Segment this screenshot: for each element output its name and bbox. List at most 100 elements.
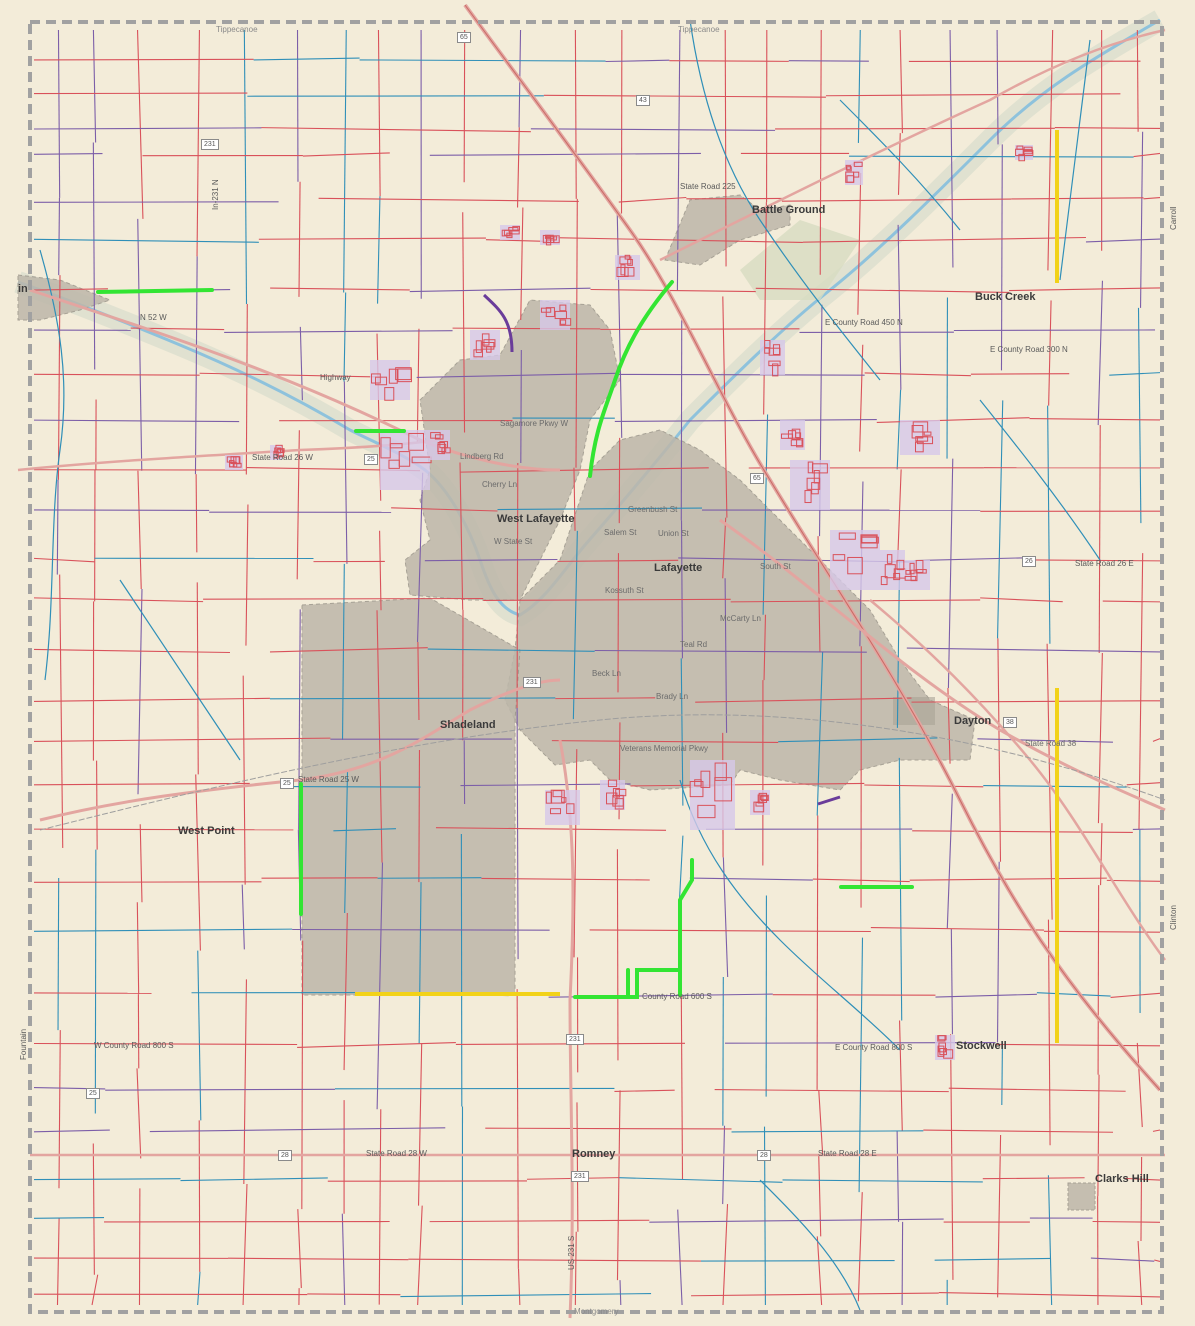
county-road-segment [573,749,578,958]
label-street-salem: Salem St [604,528,637,537]
label-town-buck-creek[interactable]: Buck Creek [975,291,1036,303]
urban-area-clarks-hill [1067,1182,1096,1211]
subdivision-street [486,346,492,353]
county-road-segment [802,236,1086,243]
county-road-segment [1133,152,1161,158]
county-road-segment [33,92,248,95]
county-road-segment [680,658,684,806]
county-road-segment [781,198,1012,202]
county-road-segment [429,1219,650,1223]
county-road-segment [416,372,617,378]
county-road-segment [1132,828,1161,830]
county-road-segment [424,558,558,562]
label-town-battle-ground[interactable]: Battle Ground [752,204,826,216]
urban-area-lafayette [504,429,976,791]
label-city-lafayette[interactable]: Lafayette [654,562,703,574]
county-road-segment [605,59,670,63]
label-town-clarks-hill[interactable]: Clarks Hill [1095,1173,1149,1185]
county-road-segment [575,198,578,468]
county-road-segment [909,877,1107,881]
subdivision-street [847,556,863,575]
county-road-segment [452,327,601,330]
stream-path [689,19,881,381]
subdivision-street [481,341,495,350]
subdivision-street [938,1042,947,1053]
county-road-segment [408,1258,701,1262]
county-road-segment [1098,425,1101,653]
subdivision-street [755,801,764,807]
subdivision-street [768,360,781,367]
subdivision-street [384,387,395,401]
label-town-romney[interactable]: Romney [572,1148,616,1160]
label-street-union: Union St [658,529,689,538]
county-road-segment [416,472,424,643]
county-road-segment [1047,29,1054,271]
county-road-segment [341,563,345,740]
label-street-greenbush: Greenbush St [628,505,678,514]
county-road-segment [782,1179,983,1183]
subdivision-street [832,554,846,561]
county-road-segment [253,57,360,61]
county-road-segment [589,929,871,933]
label-town-dayton[interactable]: Dayton [954,715,992,727]
subdivision-street [475,340,482,353]
urban-area-shadeland [301,597,521,996]
county-road-segment [435,827,667,831]
subdivision-street [388,459,400,469]
county-road-segment [1046,643,1053,920]
county-road-segment [33,557,95,563]
subdivision-street [430,432,441,439]
route-shield: 231 [571,1171,589,1182]
county-road-segment [243,979,247,1185]
subdivision-street [759,795,769,801]
subdivision-street [437,443,447,452]
county-road-segment [816,815,819,1090]
county-road-segment [199,372,377,378]
county-road-segment [418,882,422,1044]
county-road-segment [1102,600,1161,603]
label-street-w-state: W State St [494,537,533,546]
county-road-segment [224,330,453,333]
label-town-shadeland[interactable]: Shadeland [440,719,496,731]
subdivision-street [375,376,388,386]
subdivision-street [714,777,733,802]
county-road-segment [722,857,729,977]
county-road-segment [344,769,349,914]
route-shield: 26 [1022,556,1036,567]
county-road-segment [245,504,249,646]
county-road-segment [649,1218,944,1223]
county-road-segment [483,598,731,602]
label-street-brady: Brady Ln [656,692,689,701]
county-road-segment [343,292,347,382]
county-road-segment [379,530,382,611]
county-road-segment [590,288,756,293]
county-road-segment [1011,197,1144,200]
county-road-segment [520,207,524,321]
county-road-segment [948,1087,1126,1092]
county-road-segment [676,29,681,291]
subdivision-street [845,164,851,170]
label-town-stockwell[interactable]: Stockwell [956,1040,1007,1052]
county-road-segment [343,29,347,293]
county-road-segment [57,877,60,1031]
label-street-beck: Beck Ln [592,669,621,678]
subdivision-street [764,339,771,349]
county-road-segment [91,1274,99,1306]
county-road-segment [1152,1129,1161,1132]
county-road-segment [417,641,420,720]
county-road-segment [198,1120,201,1272]
county-road-segment [516,127,520,208]
subdivision-street [884,564,896,579]
label-road-in231n: In-231 N [211,179,220,210]
county-road-segment [298,609,301,830]
county-road-segment [995,1043,1161,1047]
county-road-segment [297,1209,302,1289]
county-road-segment [1047,919,1051,1146]
label-city-west-lafayette-1[interactable]: West Lafayette [497,514,574,525]
label-road-cr800s: W County Road 800 S [94,1041,174,1050]
county-road-segment [269,697,556,700]
county-road-segment [911,700,1161,703]
label-town-west-point[interactable]: West Point [178,825,235,837]
